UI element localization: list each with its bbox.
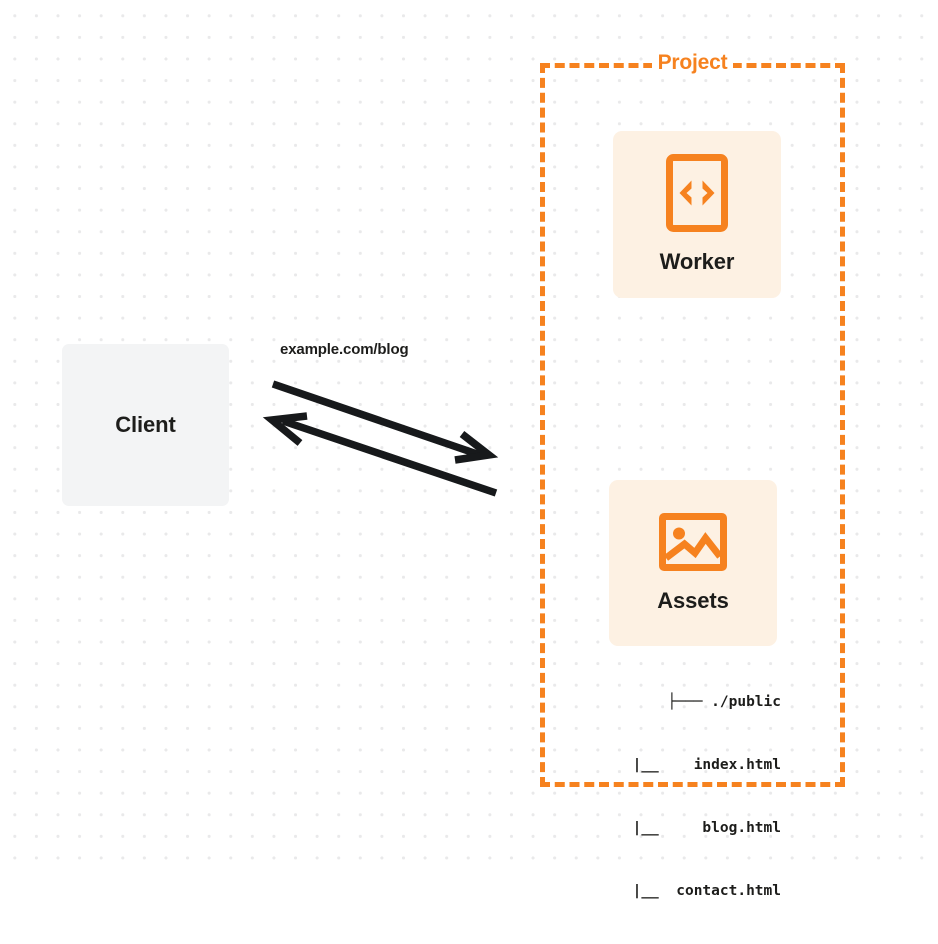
project-boundary-label-text: Project — [651, 49, 734, 77]
assets-file-tree: ├─── ./public |__ index.html |__ blog.ht… — [560, 650, 781, 944]
project-boundary-label: Project — [540, 49, 845, 77]
node-assets[interactable]: Assets — [609, 480, 777, 646]
diagram-canvas: Project Worker Assets ├─── ./public |__ … — [0, 0, 938, 899]
node-worker-label: Worker — [659, 249, 735, 274]
file-tree-line: ├─── ./public — [667, 694, 782, 710]
file-tree-line: |__ blog.html — [632, 820, 781, 836]
node-client[interactable]: Client — [62, 344, 229, 506]
file-tree-line: |__ contact.html — [632, 883, 781, 899]
code-brackets-icon — [666, 154, 728, 237]
node-assets-label: Assets — [657, 587, 729, 613]
connector-request-label: example.com/blog — [280, 341, 409, 358]
file-tree-line: |__ index.html — [632, 757, 781, 773]
node-client-label: Client — [115, 412, 176, 437]
node-worker[interactable]: Worker — [613, 131, 781, 298]
connector-response-arrow — [262, 412, 498, 497]
image-picture-icon — [659, 512, 727, 576]
connector-request-arrow — [271, 380, 499, 464]
